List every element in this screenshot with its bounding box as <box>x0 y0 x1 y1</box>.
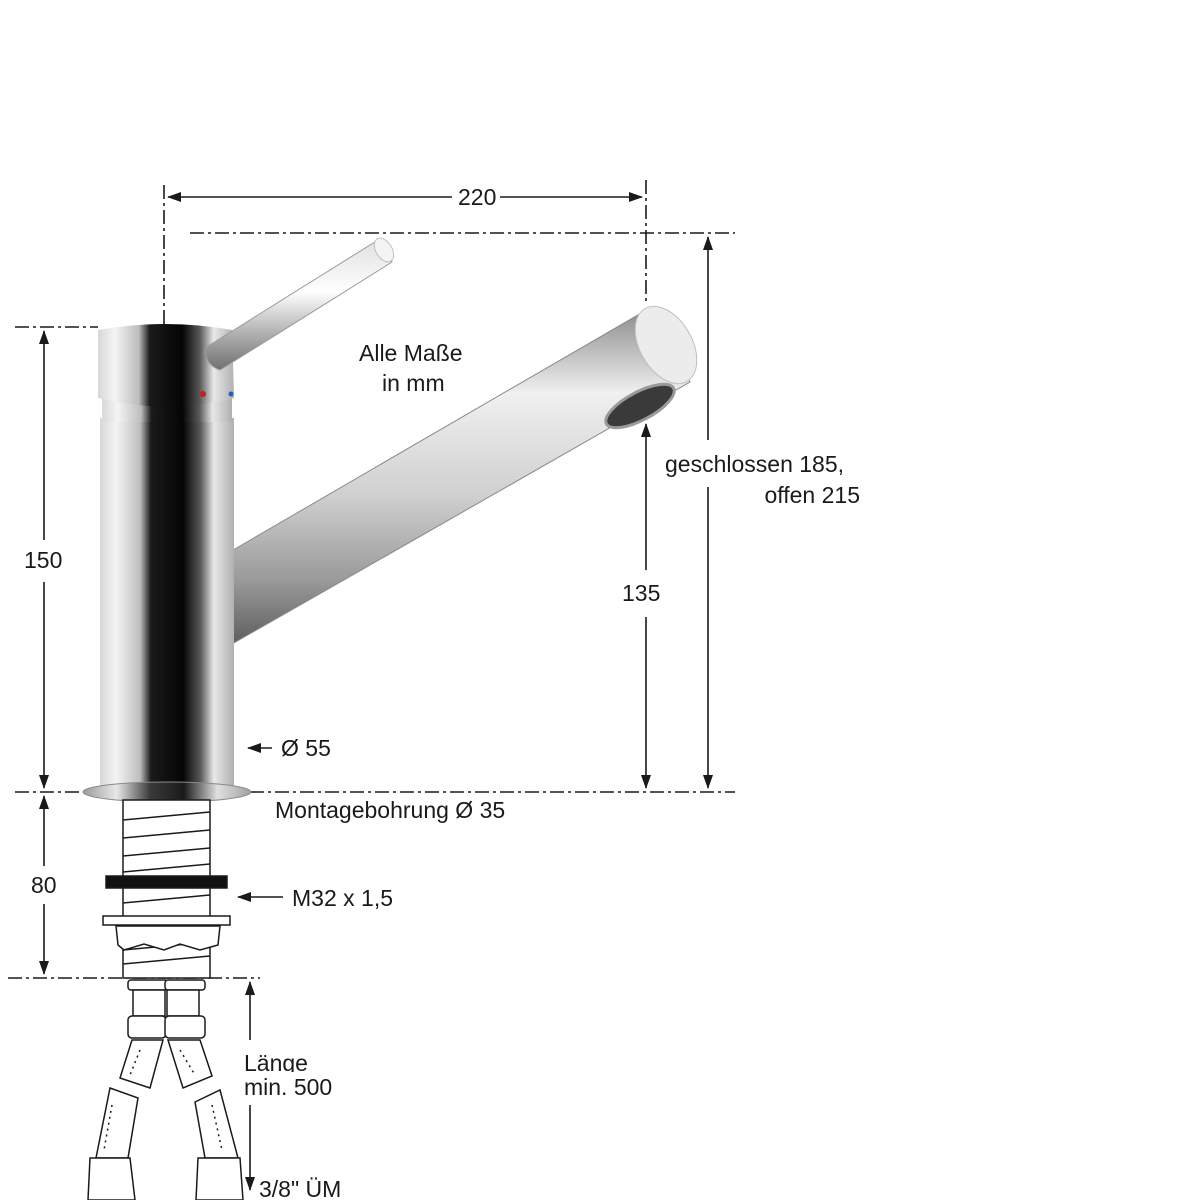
dim-body-height-150: 150 <box>24 545 63 575</box>
dim-total-height-line1: geschlossen 185, <box>665 449 845 479</box>
washer <box>102 915 231 926</box>
lever-handle <box>204 237 395 371</box>
hot-indicator-icon <box>200 391 206 397</box>
cold-indicator-icon <box>228 391 234 397</box>
base-plate <box>82 781 252 803</box>
dim-thread-depth-80: 80 <box>31 870 57 900</box>
dim-hose-connector: 3/8" ÜM <box>259 1176 342 1202</box>
dimension-lines <box>39 192 713 1191</box>
dim-spout-height-135: 135 <box>622 578 661 608</box>
units-note-line2: in mm <box>382 370 445 396</box>
mounting-nut <box>115 925 221 951</box>
faucet-body <box>98 324 234 786</box>
threaded-shank <box>102 799 231 979</box>
dim-body-diameter: Ø 55 <box>281 735 331 761</box>
dim-hose-length-line2: min. 500 <box>244 1072 333 1102</box>
hose-nut-right <box>195 1157 244 1200</box>
aerator-icon <box>604 382 676 430</box>
rubber-gasket <box>105 875 228 889</box>
dim-thread-spec: M32 x 1,5 <box>292 885 393 911</box>
dim-total-height-line2: offen 215 <box>764 482 860 508</box>
supply-hoses <box>87 979 244 1200</box>
units-note-line1: Alle Maße <box>359 340 463 366</box>
dim-width-220: 220 <box>456 182 499 212</box>
dim-mounting-hole: Montagebohrung Ø 35 <box>275 797 506 823</box>
spout <box>179 305 698 649</box>
hose-nut-left <box>87 1157 136 1200</box>
